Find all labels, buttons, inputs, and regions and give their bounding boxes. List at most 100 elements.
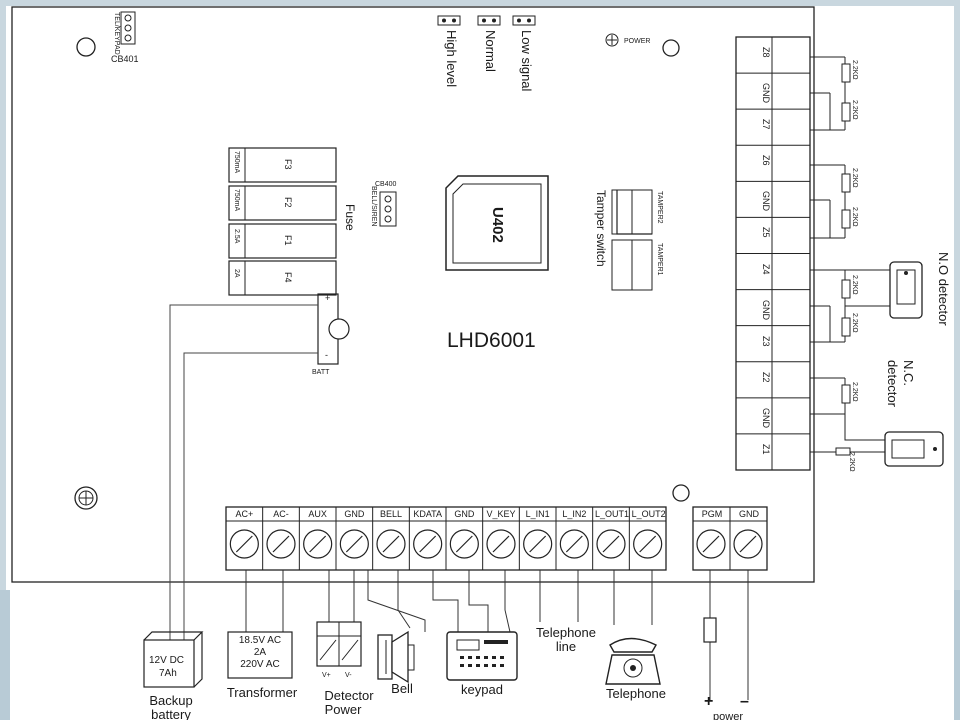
fuse-f3-rating: 750mA xyxy=(233,151,240,174)
top-border xyxy=(0,0,960,6)
no-detector-icon xyxy=(889,261,923,319)
bell-icon xyxy=(377,630,415,684)
terminal-screw-slot xyxy=(382,535,400,553)
zone-wiring xyxy=(810,56,891,456)
terminal-screw-slot xyxy=(492,535,510,553)
battery-caption-2: battery xyxy=(151,707,191,720)
signal-jumpers xyxy=(437,15,536,26)
terminal-screw xyxy=(376,529,406,559)
zone-terminal-z1: Z1 xyxy=(761,443,771,455)
batt-connector xyxy=(317,293,350,365)
resistor-z7: 2.2KΩ xyxy=(851,100,858,120)
fuse-label: Fuse xyxy=(343,204,357,231)
power-caption: power xyxy=(713,711,743,720)
terminal-label-ac-: AC+ xyxy=(235,509,254,519)
zone-terminal-z6: Z6 xyxy=(761,155,771,166)
cb401-jumper xyxy=(120,11,136,45)
transformer-caption: Transformer xyxy=(226,685,298,700)
terminal-label-l-out1: L_OUT1 xyxy=(595,509,630,519)
board-model: LHD6001 xyxy=(447,329,536,352)
terminal-screw xyxy=(486,529,516,559)
terminal-screw xyxy=(303,529,333,559)
terminal-screw xyxy=(339,529,369,559)
terminal-screw-slot xyxy=(309,535,327,553)
resistor-z2: 2.2KΩ xyxy=(851,382,858,402)
right-scroll-strip xyxy=(954,590,960,720)
signal-jumper-normal: Normal xyxy=(483,30,498,72)
fuse-f2-rating: 750mA xyxy=(233,189,240,212)
pgm-fuse-icon xyxy=(703,617,717,643)
mount-hole-top-right xyxy=(662,39,680,57)
zone-terminal-gnd: GND xyxy=(761,299,771,320)
cb400-jumper-text: BELL/SIREN xyxy=(370,186,377,227)
terminal-screw xyxy=(229,529,259,559)
keypad-caption: keypad xyxy=(461,682,503,697)
resistor-z1: 2.2KΩ xyxy=(848,452,855,472)
zone-terminal-z7: Z7 xyxy=(761,119,771,130)
zone-terminal-gnd: GND xyxy=(761,83,771,104)
zone-terminal-z2: Z2 xyxy=(761,371,771,383)
terminal-screw xyxy=(449,529,479,559)
terminal-label-gnd: GND xyxy=(344,509,365,519)
terminal-label-l-in2: L_IN2 xyxy=(562,509,587,519)
signal-jumper-high: High level xyxy=(444,30,459,88)
fuse-f3-name: F3 xyxy=(283,159,293,170)
batt-plus: + xyxy=(325,293,331,303)
zone-terminal-z5: Z5 xyxy=(761,227,771,238)
terminal-label-aux: AUX xyxy=(308,509,327,519)
power-plus: + xyxy=(704,693,714,710)
terminal-screw-slot xyxy=(419,535,437,553)
terminal-label-ac-: AC- xyxy=(273,509,289,519)
terminal-screw-slot xyxy=(272,535,290,553)
pgm-label: PGM xyxy=(701,509,723,519)
ground-screw-icon xyxy=(74,486,98,510)
zone-terminal-z4: Z4 xyxy=(761,263,771,275)
nc-detector-label-2: detector xyxy=(885,360,900,407)
terminal-screw xyxy=(266,529,296,559)
telephone-line-caption-2: line xyxy=(555,639,577,654)
telephone-line-caption-1: Telephone xyxy=(536,625,596,640)
terminal-screw xyxy=(559,529,589,559)
left-border xyxy=(0,0,6,720)
fuse-f4-rating: 2A xyxy=(233,269,240,278)
right-border xyxy=(954,0,960,720)
bottom-terminal-screws xyxy=(229,507,663,570)
detector-power-caption-1: Detector xyxy=(324,688,374,703)
terminal-label-l-out2: L_OUT2 xyxy=(631,509,666,519)
tamper1-label: TAMPER1 xyxy=(656,243,663,276)
batt-minus: - xyxy=(325,350,328,360)
transformer-spec-2: 2A xyxy=(253,647,267,658)
resistor-z8: 2.2KΩ xyxy=(851,60,858,80)
transformer-spec-3: 220V AC xyxy=(240,659,280,670)
battery-caption-1: Backup xyxy=(149,693,193,708)
batt-wire-minus xyxy=(183,352,318,640)
pgm-screw xyxy=(696,529,726,559)
chip-label: U402 xyxy=(489,207,506,243)
fuse-f2-name: F2 xyxy=(283,197,293,208)
tamper2-label: TAMPER2 xyxy=(656,191,663,224)
pgm-screw-slot xyxy=(739,535,757,553)
terminal-screw-slot xyxy=(602,535,620,553)
nc-detector-label-1: N.C. xyxy=(901,360,916,386)
terminal-screw-slot xyxy=(565,535,583,553)
terminal-screw xyxy=(523,529,553,559)
resistor-z4: 2.2KΩ xyxy=(851,275,858,295)
fuse-f4-name: F4 xyxy=(283,272,293,283)
terminal-label-gnd: GND xyxy=(454,509,475,519)
fuse-block xyxy=(228,147,337,296)
detector-power-caption-2: Power xyxy=(324,702,362,717)
bell-caption: Bell xyxy=(391,681,413,696)
pgm-gnd-label: GND xyxy=(739,509,759,519)
power-minus: – xyxy=(740,693,749,710)
cb400-label: CB400 xyxy=(375,181,397,188)
backup-battery-icon xyxy=(143,631,204,688)
terminal-label-kdata: KDATA xyxy=(413,509,442,519)
zone-dividers xyxy=(736,72,810,435)
terminal-screw xyxy=(413,529,443,559)
fuse-f1-rating: 2.5A xyxy=(233,229,240,244)
zone-terminal-gnd: GND xyxy=(761,191,771,212)
transformer-icon xyxy=(227,631,293,679)
tamper-switches xyxy=(611,189,653,291)
